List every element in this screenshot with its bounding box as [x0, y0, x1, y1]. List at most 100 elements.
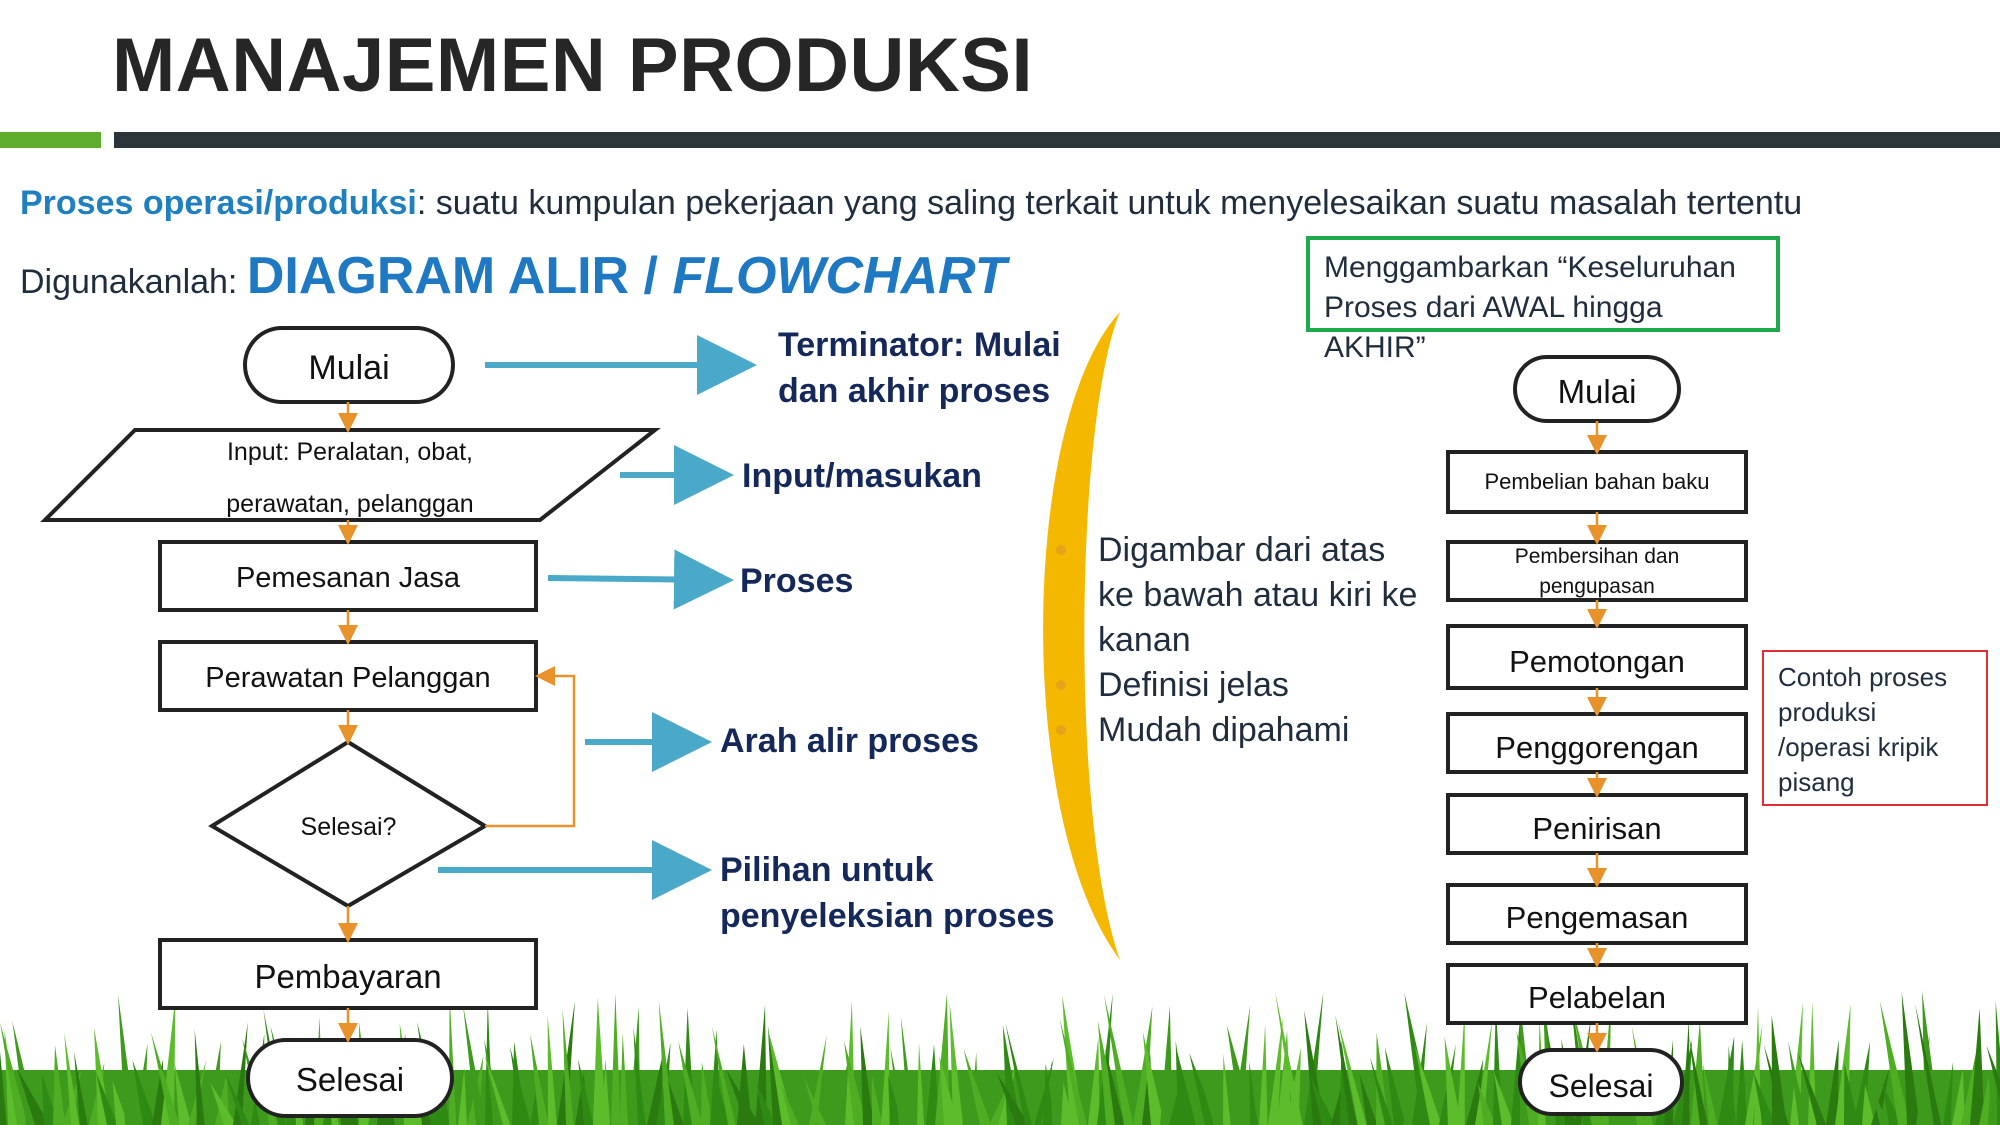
grass-blade [1182, 1070, 1206, 1125]
left-input-parallelogram[interactable] [40, 428, 661, 522]
example-box-line2: produksi [1778, 697, 1877, 727]
grass-blade [509, 1046, 532, 1125]
usage-line: Digunakanlah: DIAGRAM ALIR / FLOWCHART [20, 246, 1007, 306]
annotation-arrows [438, 335, 757, 900]
grass-blade [1232, 1005, 1251, 1125]
grass-blade [188, 1059, 207, 1125]
grass-blade [1915, 1004, 1942, 1125]
grass-blade [12, 1021, 38, 1125]
grass-blade [210, 1082, 237, 1125]
grass-blade [803, 1077, 827, 1125]
grass-blade [1005, 1022, 1033, 1125]
grass-blade [871, 1074, 883, 1125]
grass-blade [1493, 1071, 1515, 1125]
grass-blade [578, 1058, 594, 1125]
left-step1-label: Pemesanan Jasa [235, 562, 461, 594]
grass-blade [1882, 1083, 1902, 1125]
right-s6-label: Pengemasan [1505, 900, 1689, 935]
example-box-line4: pisang [1778, 767, 1855, 797]
grass-blade [1444, 1036, 1462, 1125]
grass-blade [658, 1000, 674, 1125]
left-step-pembayaran[interactable] [158, 938, 538, 1010]
bullet-item: Definisi jelas [1050, 663, 1417, 708]
grass-blade [1745, 1023, 1763, 1125]
grass-blade [1826, 1039, 1839, 1125]
annotation-terminator: Terminator: Mulai dan akhir proses [778, 322, 1061, 414]
definition-text: : suatu kumpulan pekerjaan yang saling t… [416, 184, 1803, 222]
right-step-pelabelan[interactable] [1446, 963, 1748, 1025]
left-start-label: Mulai [308, 349, 390, 387]
grass-blade [611, 993, 621, 1125]
grass-blade [1403, 1063, 1421, 1125]
grass-blade [557, 1000, 575, 1125]
grass-blade [1088, 1037, 1100, 1125]
right-step-pengemasan[interactable] [1446, 883, 1748, 945]
grass-blade [602, 1058, 611, 1125]
left-connectors [338, 402, 576, 1043]
grass-blade [701, 1061, 713, 1125]
grass-blade [1475, 1020, 1493, 1125]
grass-blade [458, 1067, 467, 1125]
bullet-item: Digambar dari atas ke bawah atau kiri ke… [1050, 528, 1417, 663]
grass-blade [949, 1002, 964, 1125]
grass-blade [547, 1015, 557, 1125]
grass-blade [242, 1038, 270, 1125]
right-step-penirisan[interactable] [1446, 793, 1748, 855]
grass-blade [1736, 1039, 1748, 1125]
grass-blade [41, 1073, 59, 1125]
grass-blade [1703, 1063, 1718, 1125]
grass-blade [755, 1004, 767, 1125]
grass-blade [1034, 1057, 1054, 1125]
grass-blade [780, 1083, 799, 1125]
grass-blade [74, 1051, 88, 1125]
grass-blade [484, 1038, 505, 1125]
grass-blade [1844, 1063, 1859, 1125]
right-s1-label: Pembelian bahan baku [1484, 469, 1710, 494]
annotation-terminator-line1: Terminator: Mulai [778, 326, 1061, 364]
grass-blade [668, 1080, 684, 1125]
grass-blade [1979, 1076, 1992, 1125]
grass-blade [1901, 992, 1920, 1125]
left-input-label-1: Input: Peralatan, obat, [226, 438, 473, 466]
grass-blade [1359, 1073, 1378, 1125]
grass-blade [678, 1041, 703, 1125]
grass-blade [844, 1040, 868, 1125]
page-title: MANAJEMEN PRODUKSI [112, 23, 1034, 108]
bullet-item: Mudah dipahami [1050, 708, 1417, 753]
grass-blade [1970, 1008, 1985, 1125]
annotation-choice: Pilihan untuk penyeleksian proses [720, 847, 1055, 939]
grass-blade [1868, 1078, 1889, 1125]
example-box-line1: Contoh proses [1778, 662, 1948, 692]
grass-blade [1988, 1071, 2000, 1125]
grass-blade [996, 1072, 1029, 1125]
grass-blade [620, 1032, 628, 1125]
grass-blade [449, 993, 457, 1125]
grass-blade [718, 1084, 730, 1125]
right-s7-label: Pelabelan [1528, 980, 1666, 1015]
grass-blade [562, 1008, 574, 1125]
note-box: Menggambarkan “Keseluruhan Proses dari A… [1306, 236, 1780, 364]
note-box-line2: Proses dari AWAL hingga AKHIR” [1324, 291, 1663, 364]
grass-blade [1384, 1047, 1406, 1125]
grass-blade [1104, 994, 1134, 1125]
grass-blade [463, 1006, 486, 1125]
grass-blade [1457, 1009, 1465, 1125]
bullet-1-line1: Digambar dari atas [1098, 531, 1386, 569]
usage-diagram-title: DIAGRAM ALIR / FLOWCHART [247, 247, 1007, 305]
grass-blade [1160, 1005, 1173, 1125]
grass-blade [593, 997, 607, 1125]
right-step-pembersihan[interactable] [1446, 540, 1748, 602]
header-accent-bar [0, 132, 101, 148]
grass-blade [53, 1045, 66, 1125]
grass-blade [1310, 1075, 1336, 1125]
right-step-pemotongan[interactable] [1446, 624, 1748, 690]
grass-blade [1797, 1051, 1827, 1125]
grass-blade [1862, 1084, 1876, 1125]
grass-blade [711, 1026, 736, 1125]
left-step2-label: Perawatan Pelanggan [205, 662, 491, 694]
annotation-choice-line2: penyeleksian proses [720, 897, 1055, 935]
grass-blade [1879, 1000, 1911, 1125]
header-divider-bar [114, 132, 2000, 148]
grass-blade [1177, 1050, 1196, 1125]
